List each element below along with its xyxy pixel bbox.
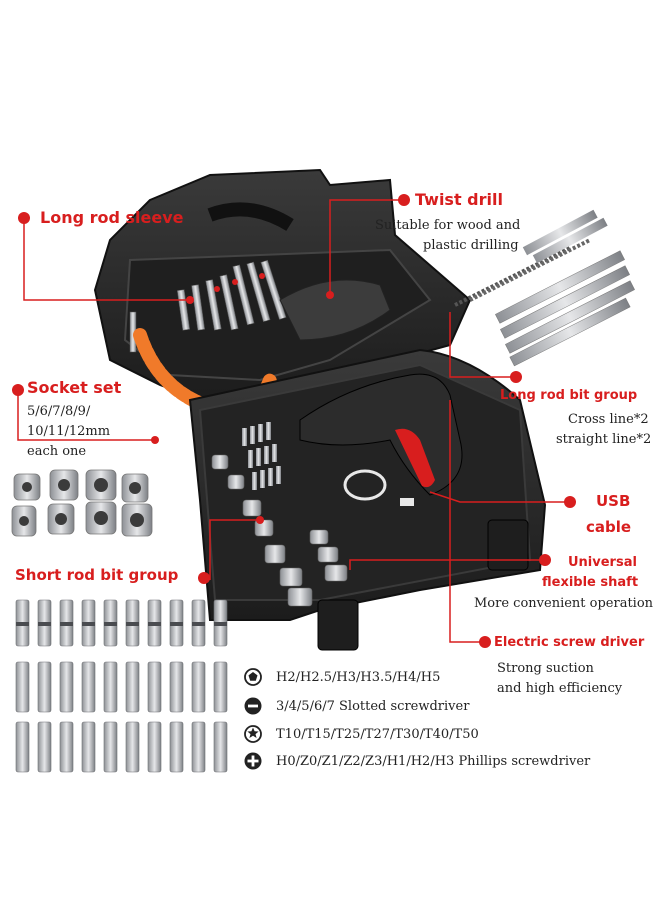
twist-drill-and-long-bits [454,209,635,367]
electric-desc-2: and high efficiency [497,681,623,696]
label-usb-line2: cable [586,518,632,536]
label-short-rod-bit-group: Short rod bit group [15,566,179,584]
socket-set-image [11,469,153,537]
leader-lines [17,199,570,643]
phillips-icon [244,752,262,770]
label-electric-screw-driver: Electric screw driver [494,635,645,650]
legend-text: 3/4/5/6/7 Slotted screwdriver [276,698,470,714]
socket-set-desc-3: each one [27,444,87,459]
legend-row-torx: T10/T15/T25/T27/T30/T40/T50 [244,725,479,743]
legend-text: H0/Z0/Z1/Z2/Z3/H1/H2/H3 Phillips screwdr… [276,753,591,769]
case-lid [93,168,472,418]
label-usb-line1: USB [596,492,631,510]
label-universal-line1: Universal [568,555,637,570]
legend-row-phillips: H0/Z0/Z1/Z2/Z3/H1/H2/H3 Phillips screwdr… [244,752,590,770]
label-long-rod-sleeve: Long rod sleeve [40,208,184,227]
long-rod-bit-desc-2: straight line*2 [556,432,652,447]
long-rod-bit-desc-1: Cross line*2 [568,412,649,427]
legend-row-slotted: 3/4/5/6/7 Slotted screwdriver [244,697,469,715]
socket-set-desc-2: 10/11/12mm [27,424,111,439]
slotted-icon [244,697,262,715]
torx-star-icon [244,725,262,743]
pentagon-icon [244,668,262,686]
universal-desc: More convenient operation [474,596,654,611]
label-long-rod-bit-group: Long rod bit group [500,388,638,403]
socket-set-desc-1: 5/6/7/8/9/ [27,404,91,419]
legend-text: T10/T15/T25/T27/T30/T40/T50 [276,726,479,742]
twist-drill-desc-1: Suitable for wood and [375,218,521,233]
twist-drill-desc-2: plastic drilling [423,238,519,253]
legend-text: H2/H2.5/H3/H3.5/H4/H5 [276,669,441,685]
legend-row-hex: H2/H2.5/H3/H3.5/H4/H5 [244,668,440,686]
electric-desc-1: Strong suction [497,661,594,676]
label-universal-line2: flexible shaft [542,575,639,590]
label-twist-drill: Twist drill [415,190,503,209]
label-socket-set: Socket set [27,378,122,397]
